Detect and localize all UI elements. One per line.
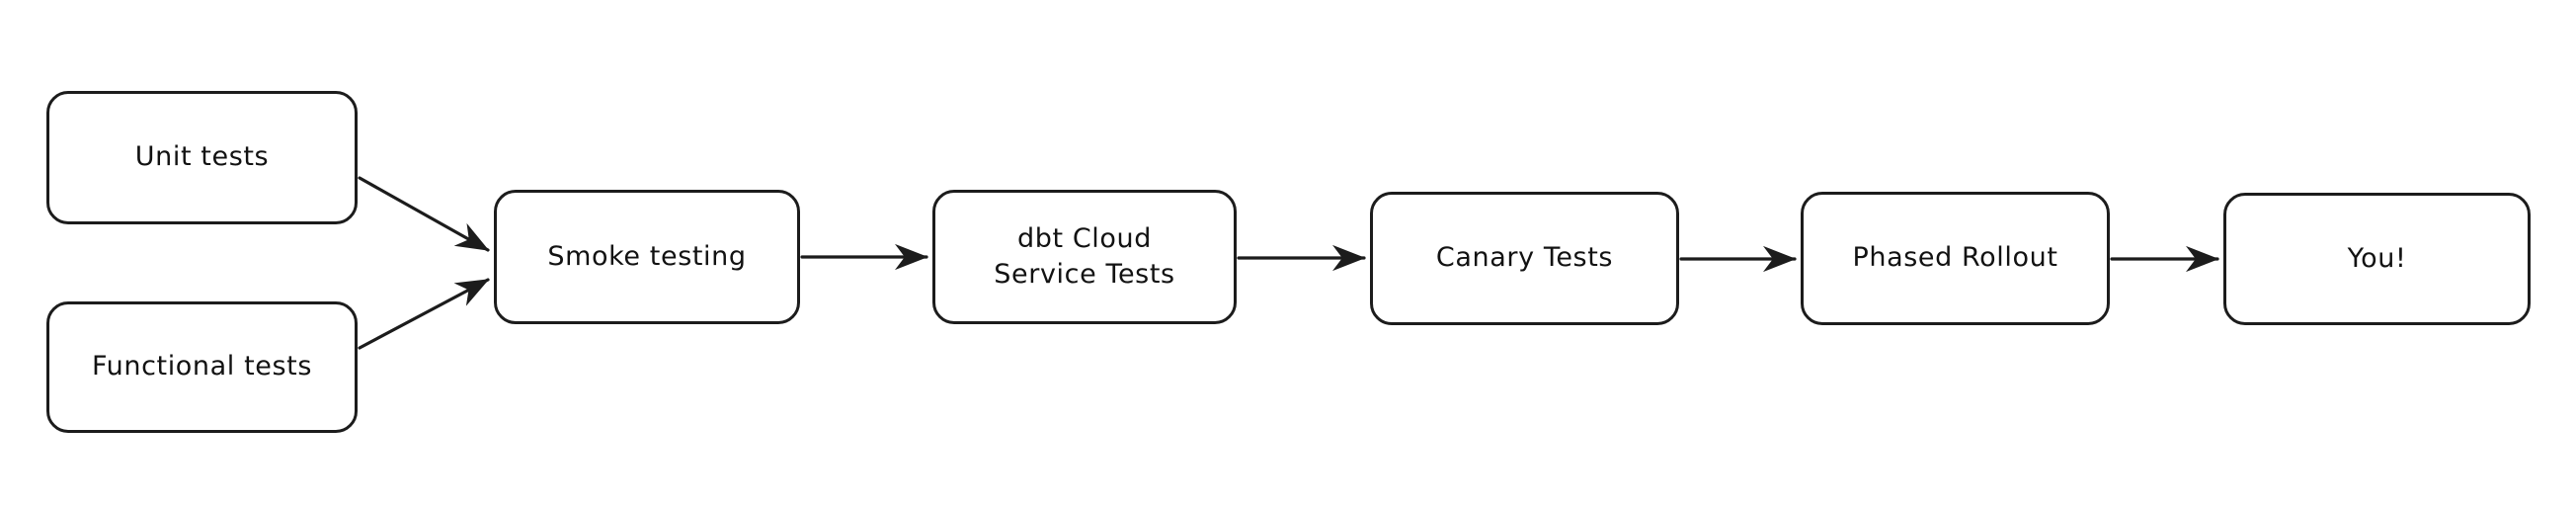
node-phased-rollout[interactable]: Phased Rollout bbox=[1801, 192, 2110, 325]
node-label-phased-rollout: Phased Rollout bbox=[1852, 242, 2058, 274]
node-label-functional-tests: Functional tests bbox=[92, 351, 312, 382]
node-canary-tests[interactable]: Canary Tests bbox=[1370, 192, 1679, 325]
node-unit-tests[interactable]: Unit tests bbox=[46, 91, 358, 224]
edge-functional-to-smoke bbox=[358, 278, 490, 350]
node-label-you: You! bbox=[2347, 242, 2407, 274]
edge-unit-to-smoke bbox=[358, 176, 490, 252]
node-label-smoke-testing: Smoke testing bbox=[547, 240, 747, 272]
node-functional-tests[interactable]: Functional tests bbox=[46, 301, 358, 433]
node-dbt-cloud-service-tests[interactable]: dbt Cloud Service Tests bbox=[932, 190, 1237, 324]
node-label-dbt-cloud-service-tests: dbt Cloud Service Tests bbox=[994, 222, 1175, 290]
node-label-unit-tests: Unit tests bbox=[134, 141, 270, 173]
node-smoke-testing[interactable]: Smoke testing bbox=[494, 190, 800, 324]
node-label-canary-tests: Canary Tests bbox=[1435, 242, 1614, 274]
node-you[interactable]: You! bbox=[2223, 193, 2531, 325]
